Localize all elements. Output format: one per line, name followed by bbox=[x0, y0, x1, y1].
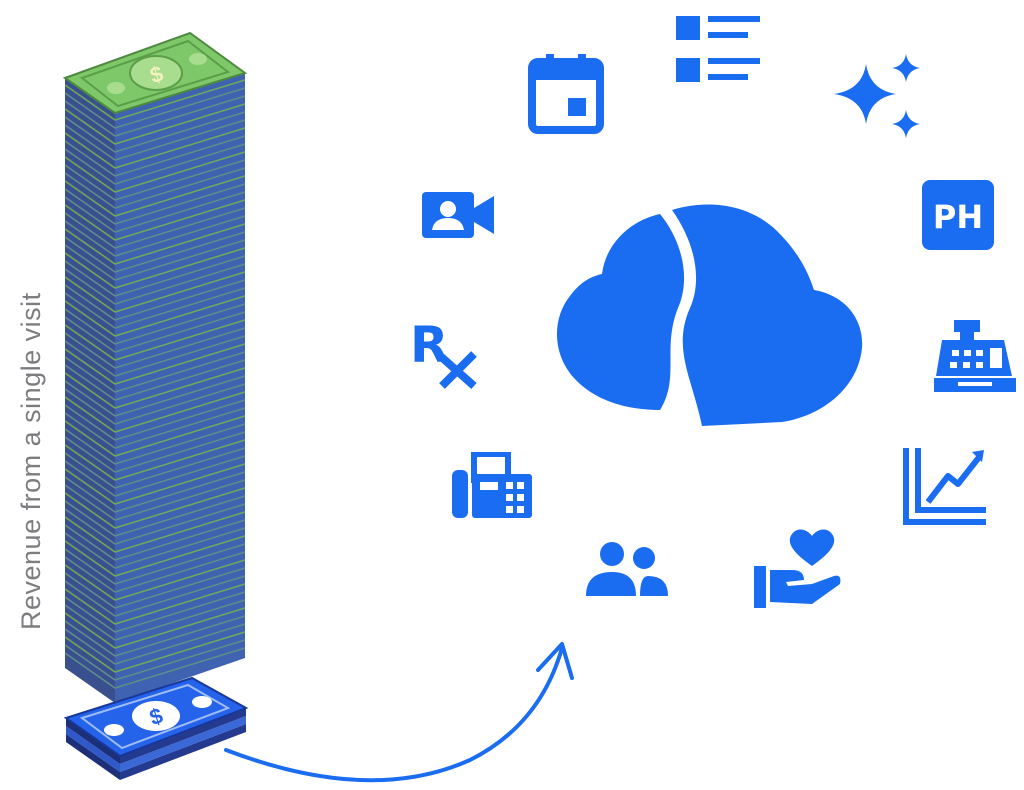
bill-edge bbox=[64, 455, 246, 497]
bill-edge bbox=[64, 127, 246, 169]
bill-edge bbox=[64, 87, 246, 129]
rx-icon: R bbox=[410, 318, 477, 389]
bill-edge bbox=[64, 143, 246, 185]
calendar-icon bbox=[528, 54, 604, 134]
bill-edge bbox=[64, 519, 246, 561]
bill-edge bbox=[64, 183, 246, 225]
bill-edge bbox=[64, 151, 246, 193]
bill-edge bbox=[64, 287, 246, 329]
video-call-icon bbox=[422, 192, 494, 238]
bill-edge bbox=[64, 415, 246, 457]
bill-edge bbox=[64, 439, 246, 481]
bill-edge bbox=[64, 527, 246, 569]
bill-edge bbox=[64, 311, 246, 353]
bill-edge bbox=[64, 583, 246, 625]
bill-edge bbox=[64, 631, 246, 673]
bill-edge bbox=[64, 255, 246, 297]
bill-edge bbox=[64, 223, 246, 265]
bill-edge bbox=[64, 543, 246, 585]
bill-edge bbox=[64, 647, 246, 689]
rx-letter: R bbox=[410, 318, 449, 374]
bill-edge bbox=[64, 119, 246, 161]
bill-edge bbox=[64, 599, 246, 641]
fax-icon bbox=[452, 452, 532, 518]
bill-edge bbox=[64, 343, 246, 385]
bill-edge bbox=[64, 559, 246, 601]
bill-edge bbox=[64, 135, 246, 177]
growth-chart-icon bbox=[903, 448, 986, 525]
bill-edge bbox=[64, 335, 246, 377]
bill-edge bbox=[64, 303, 246, 345]
list-icon bbox=[676, 16, 760, 82]
bill-edge bbox=[64, 607, 246, 649]
bill-edge bbox=[64, 479, 246, 521]
bill-edge bbox=[64, 295, 246, 337]
people-icon bbox=[586, 542, 668, 596]
single-bill-stack: $ bbox=[63, 676, 249, 780]
bill-edge bbox=[64, 231, 246, 273]
bill-edge bbox=[64, 159, 246, 201]
sparkle-icon bbox=[834, 54, 920, 138]
revenue-label: Revenue from a single visit bbox=[16, 292, 46, 630]
bill-edge bbox=[64, 487, 246, 529]
bill-edge bbox=[64, 199, 246, 241]
ph-text: PH bbox=[933, 198, 983, 236]
bill-edge bbox=[64, 391, 246, 433]
bill-edge bbox=[64, 615, 246, 657]
bill-edge bbox=[64, 511, 246, 553]
bill-edge bbox=[64, 327, 246, 369]
bill-edge bbox=[64, 95, 246, 137]
bill-edge bbox=[64, 375, 246, 417]
bill-edge bbox=[64, 79, 246, 121]
bill-edge bbox=[64, 463, 246, 505]
bill-edge bbox=[64, 359, 246, 401]
bill-edge bbox=[64, 239, 246, 281]
bill-edge bbox=[64, 367, 246, 409]
bill-edge bbox=[64, 471, 246, 513]
bill-edge bbox=[64, 431, 246, 473]
cloud-logo bbox=[556, 204, 863, 426]
bill-edge bbox=[64, 103, 246, 145]
bill-edge bbox=[64, 319, 246, 361]
bill-edge bbox=[64, 167, 246, 209]
bill-edge bbox=[64, 623, 246, 665]
hand-heart-icon bbox=[754, 529, 841, 608]
ph-badge-icon: PH bbox=[922, 180, 994, 250]
bill-edge bbox=[64, 639, 246, 681]
bill-edge bbox=[64, 215, 246, 257]
bill-edge bbox=[64, 551, 246, 593]
bill-edge bbox=[64, 591, 246, 633]
bill-edge bbox=[64, 535, 246, 577]
bill-edge bbox=[64, 351, 246, 393]
money-stack: $ bbox=[62, 31, 248, 703]
bill-edge bbox=[64, 407, 246, 449]
bill-edge bbox=[64, 207, 246, 249]
bill-edge bbox=[64, 495, 246, 537]
bill-edge bbox=[64, 111, 246, 153]
bill-edge bbox=[64, 279, 246, 321]
bill-edge bbox=[64, 175, 246, 217]
bill-edge bbox=[64, 447, 246, 489]
bill-edge bbox=[64, 399, 246, 441]
cash-register-icon bbox=[934, 320, 1016, 392]
bill-edge bbox=[64, 263, 246, 305]
bill-edge bbox=[64, 503, 246, 545]
bill-edge bbox=[64, 575, 246, 617]
bill-edge bbox=[64, 383, 246, 425]
bill-edge bbox=[64, 567, 246, 609]
curved-arrow-icon bbox=[224, 642, 574, 783]
bill-edge bbox=[64, 247, 246, 289]
bill-edge bbox=[64, 423, 246, 465]
bill-edge bbox=[64, 191, 246, 233]
bill-edge bbox=[64, 271, 246, 313]
